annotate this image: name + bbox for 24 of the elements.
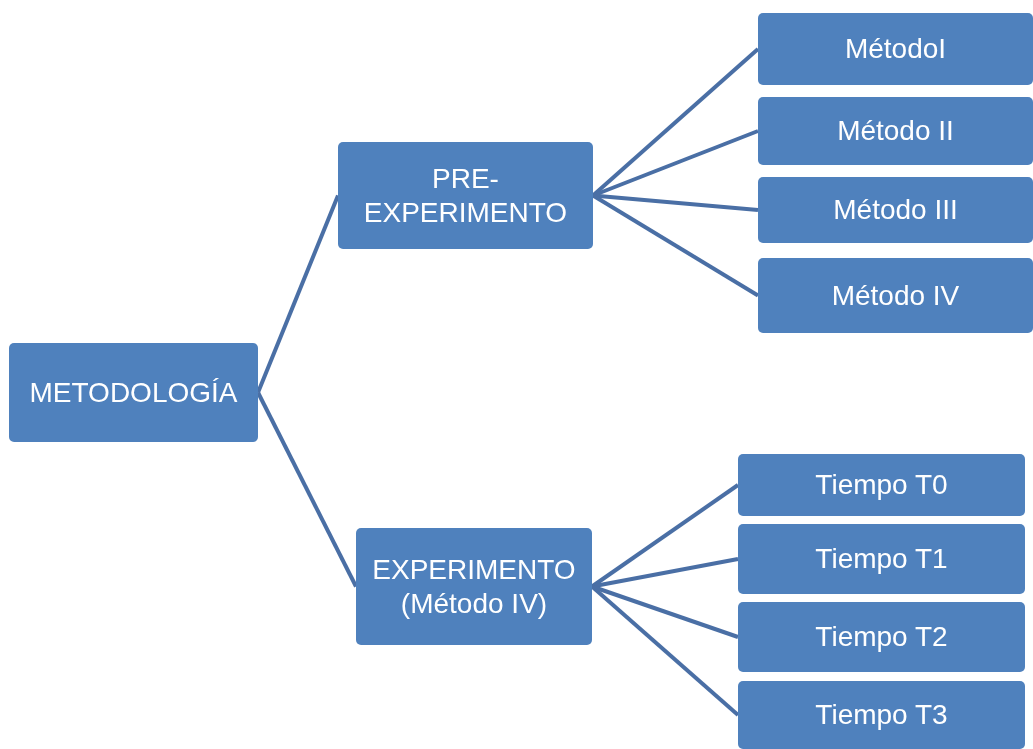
box-label: Tiempo T1 (814, 542, 949, 576)
process-box (758, 97, 1033, 165)
process-box (738, 454, 1025, 516)
box-label: MétodoI (843, 32, 948, 66)
process-box (758, 13, 1033, 85)
box-label: Tiempo T0 (814, 468, 949, 502)
connector-line (256, 391, 358, 588)
process-box (758, 177, 1033, 243)
process-box (758, 258, 1033, 333)
box-label: Método II (836, 114, 955, 148)
box-label: PRE-EXPERIMENTO (362, 161, 569, 230)
box-label: Tiempo T3 (814, 698, 949, 732)
box-label: EXPERIMENTO (Método IV) (371, 552, 577, 621)
box-label: Método III (832, 193, 959, 227)
process-box (738, 681, 1025, 749)
process-box (738, 524, 1025, 594)
process-box (338, 142, 593, 249)
box-label: Método IV (830, 278, 961, 313)
process-box (356, 528, 592, 645)
box-label: METODOLOGÍA (28, 375, 239, 410)
process-box (738, 602, 1025, 672)
connector-line (256, 194, 340, 394)
process-box (9, 343, 258, 442)
box-label: Tiempo T2 (814, 620, 949, 654)
